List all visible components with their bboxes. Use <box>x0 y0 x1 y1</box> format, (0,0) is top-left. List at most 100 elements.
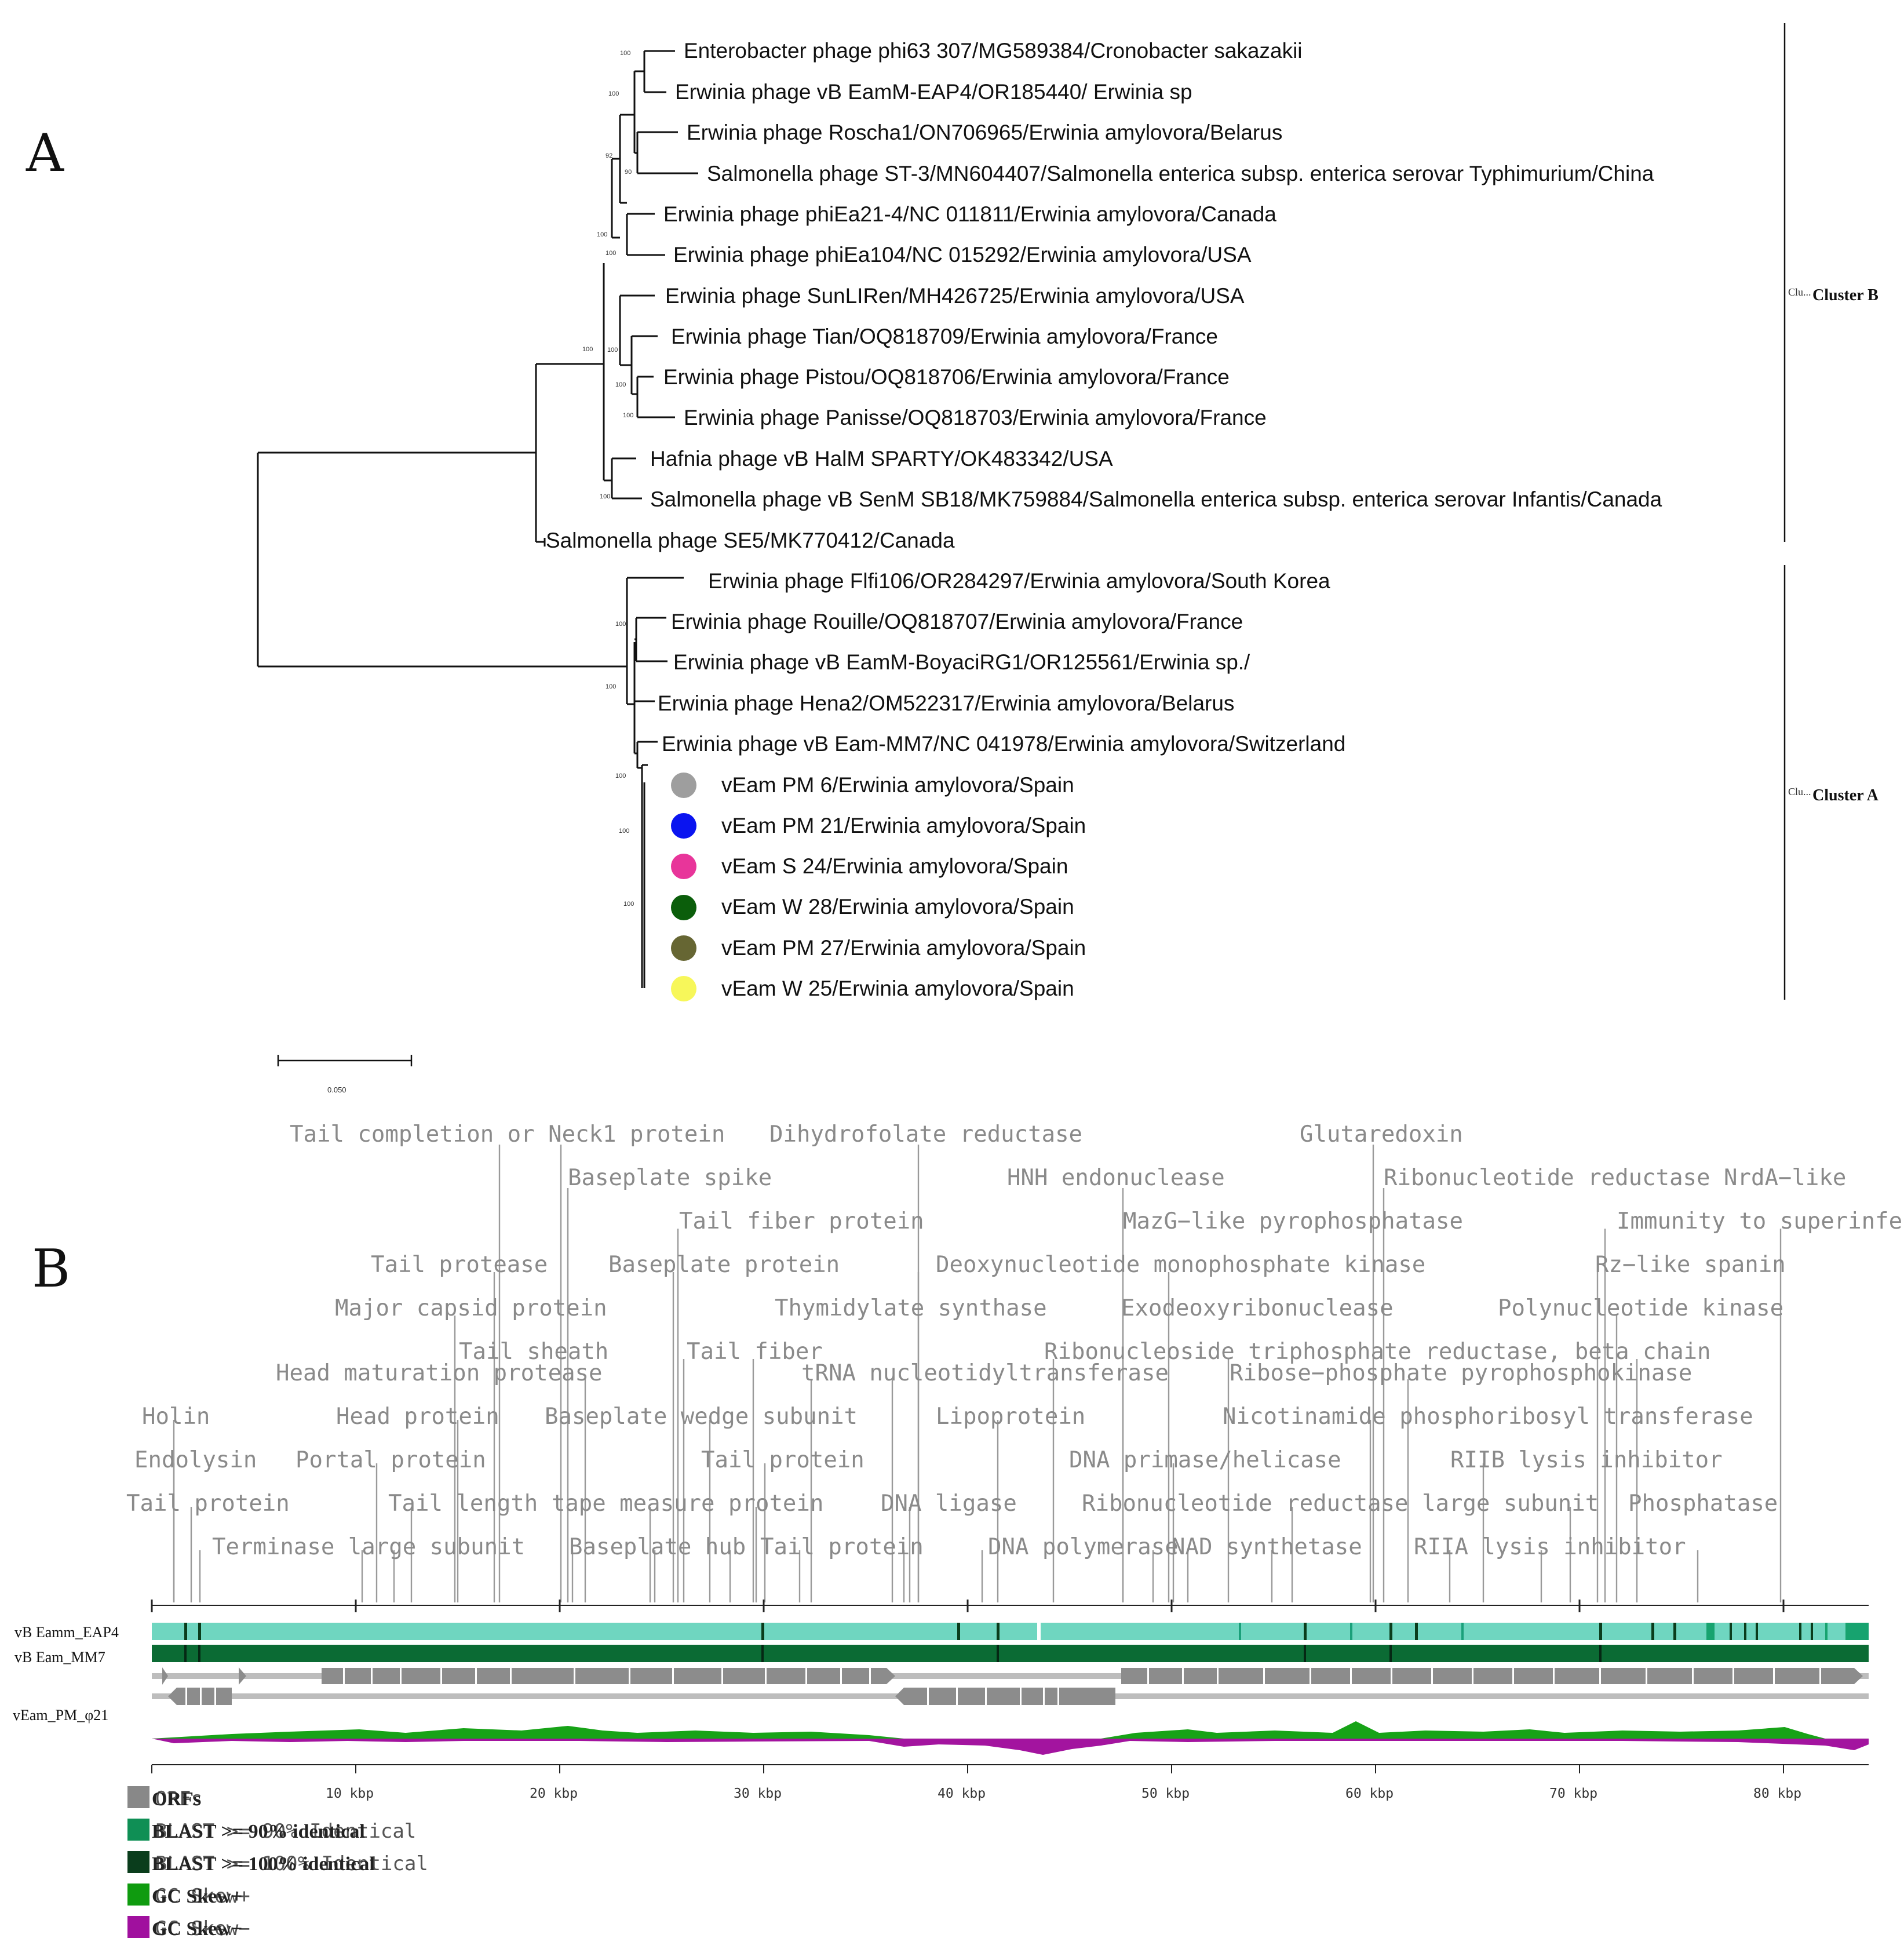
leaf-label: Salmonella phage SE5/MK770412/Canada <box>546 529 955 552</box>
axis-tick-label: 60 kbp <box>1345 1786 1394 1801</box>
leaf-label: vEam PM 21/Erwinia amylovora/Spain <box>721 814 1086 837</box>
leaf-label: vEam S 24/Erwinia amylovora/Spain <box>721 854 1068 878</box>
legend-swatch-blast90 <box>127 1819 149 1841</box>
gene-label: Tail fiber <box>687 1339 823 1365</box>
gene-label: Endolysin <box>134 1447 257 1473</box>
orf-track-forward <box>152 1667 1869 1685</box>
gene-label: Tail protease <box>371 1252 548 1278</box>
gene-label: Nicotinamide phosphoribosyl transferase <box>1223 1404 1753 1430</box>
legend-ghost-label: BLAST >= 100% Identical <box>155 1852 428 1875</box>
leaf-label: Salmonella phage vB SenM SB18/MK759884/S… <box>650 487 1662 511</box>
legend-swatch-gc-plus <box>127 1884 149 1906</box>
gene-label: Polynucleotide kinase <box>1498 1295 1783 1321</box>
panel-b-letter: B <box>32 1238 70 1299</box>
bootstrap-label: 100 <box>623 901 634 908</box>
gene-label: Glutaredoxin <box>1300 1121 1463 1147</box>
gene-label: MazG−like pyrophosphatase <box>1123 1208 1463 1234</box>
track-label: vB Eamm_EAP4 <box>14 1624 119 1641</box>
leaf-label: Erwinia phage vB Eam-MM7/NC 041978/Erwin… <box>662 732 1345 756</box>
leaf-label: Hafnia phage vB HalM SPARTY/OK483342/USA <box>650 447 1113 471</box>
gene-label: Baseplate wedge subunit <box>545 1404 858 1430</box>
isolate-marker <box>671 773 696 798</box>
leaf-label: vEam PM 27/Erwinia amylovora/Spain <box>721 936 1086 960</box>
gene-label: Tail protein <box>760 1534 924 1560</box>
leaf-label: vEam W 28/Erwinia amylovora/Spain <box>721 895 1074 919</box>
blast-track-mm7 <box>152 1645 1869 1662</box>
leaf-label: Erwinia phage phiEa21-4/NC 011811/Erwini… <box>663 202 1276 226</box>
gene-label: Terminase large subunit <box>212 1534 525 1560</box>
bootstrap-label: 100 <box>606 250 616 257</box>
orf-track-reverse <box>152 1688 1869 1705</box>
track-label: vB Eam_MM7 <box>14 1649 105 1666</box>
axis-tick-label: 20 kbp <box>530 1786 578 1801</box>
bootstrap-label: 100 <box>607 347 618 354</box>
panel-b: B <box>13 1121 1902 1940</box>
leaf-labels: Enterobacter phage phi63 307/MG589384/Cr… <box>546 39 1662 1000</box>
bottom-axis: 10 kbp 20 kbp 30 kbp 40 kbp 50 kbp 60 kb… <box>151 1764 1869 1801</box>
axis-tick-label: 70 kbp <box>1549 1786 1597 1801</box>
gene-label: DNA primase/helicase <box>1069 1447 1341 1473</box>
bootstrap-label: 100 <box>606 683 616 690</box>
leaf-label: Erwinia phage Rouille/OQ818707/Erwinia a… <box>671 610 1243 633</box>
bootstrap-label: 100 <box>615 621 626 628</box>
gene-label: Holin <box>142 1404 210 1430</box>
gene-label: Phosphatase <box>1628 1491 1778 1517</box>
bootstrap-label: 90 <box>625 169 632 176</box>
legend-swatch-blast100 <box>127 1851 149 1873</box>
gene-label: DNA ligase <box>881 1491 1017 1517</box>
panel-a: A <box>25 23 1879 1094</box>
gene-label: Baseplate protein <box>608 1252 840 1278</box>
bootstrap-label: 100 <box>619 828 629 835</box>
bootstrap-label: 100 <box>600 493 610 500</box>
gene-label: Portal protein <box>296 1447 486 1473</box>
axis-tick-label: 80 kbp <box>1753 1786 1801 1801</box>
bootstrap-label: 100 <box>623 412 633 419</box>
cluster-a-label-ghost: Clu... <box>1788 786 1811 797</box>
gene-label: Tail sheath <box>459 1339 608 1365</box>
axis-tick-label: 50 kbp <box>1141 1786 1190 1801</box>
cluster-a-label: Cluster A <box>1812 786 1879 804</box>
gene-label: Tail length tape measure protein <box>388 1491 823 1517</box>
gene-label: Deoxynucleotide monophosphate kinase <box>936 1252 1425 1278</box>
cluster-brackets: Clu... Cluster B Clu... Cluster A <box>1783 23 1879 1000</box>
legend-ghost-label: GC Skew+ <box>155 1885 250 1908</box>
axis-tick-label: 40 kbp <box>938 1786 986 1801</box>
bootstrap-label: 100 <box>582 346 593 353</box>
isolate-marker <box>671 854 696 879</box>
cluster-b-label-ghost: Clu... <box>1788 286 1811 298</box>
bootstrap-labels: 100 100 92 90 100 100 100 100 100 100 10… <box>582 50 634 908</box>
bootstrap-label: 100 <box>608 90 619 97</box>
bootstrap-label: 100 <box>597 231 607 238</box>
gene-label: RIIA lysis inhibitor <box>1414 1534 1686 1560</box>
leaf-label: Erwinia phage vB EamM-BoyaciRG1/OR125561… <box>673 650 1250 674</box>
gene-label: tRNA nucleotidyltransferase <box>801 1360 1169 1386</box>
gene-label: Head maturation protease <box>276 1360 603 1386</box>
legend-ghost-label: BLAST >= 90% Identical <box>155 1820 416 1843</box>
phylogenetic-tree <box>257 50 698 988</box>
gene-labels: Tail completion or Neck1 protein Dihydro… <box>126 1121 1902 1560</box>
legend-swatch-orfs <box>127 1786 149 1808</box>
scale-bar: 0.050 <box>277 1055 413 1094</box>
top-ruler <box>151 1600 1869 1612</box>
gene-leader-lines <box>173 1145 1782 1602</box>
gene-label: Ribonucleotide reductase NrdA−like <box>1384 1165 1846 1191</box>
scale-bar-label: 0.050 <box>327 1085 346 1094</box>
leaf-label: Erwinia phage Flfi106/OR284297/Erwinia a… <box>708 569 1330 593</box>
gene-label: HNH endonuclease <box>1007 1165 1225 1191</box>
isolate-marker <box>671 895 696 920</box>
leaf-label: Erwinia phage phiEa104/NC 015292/Erwinia… <box>673 243 1252 267</box>
blast-track-eap4 <box>152 1623 1869 1640</box>
gene-label: Major capsid protein <box>335 1295 607 1321</box>
gene-label: Rz−like spanin <box>1595 1252 1786 1278</box>
gene-label: Lipoprotein <box>936 1404 1085 1430</box>
gene-label: Thymidylate synthase <box>775 1295 1047 1321</box>
gene-label: Baseplate hub <box>569 1534 746 1560</box>
gene-label: Dihydrofolate reductase <box>769 1121 1082 1147</box>
gene-label: Baseplate spike <box>568 1165 772 1191</box>
gene-label: Exodeoxyribonuclease <box>1121 1295 1394 1321</box>
leaf-label: Erwinia phage vB EamM-EAP4/OR185440/ Erw… <box>675 80 1192 104</box>
isolate-marker <box>671 976 696 1001</box>
isolate-marker <box>671 935 696 961</box>
bootstrap-label: 100 <box>615 381 626 388</box>
